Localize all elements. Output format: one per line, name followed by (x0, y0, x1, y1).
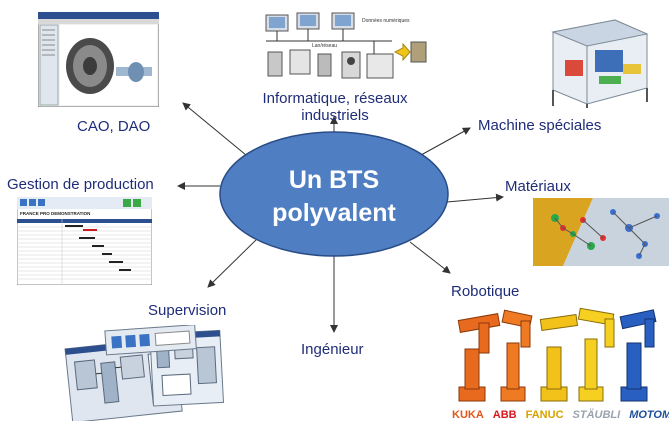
supervision-screens-icon (64, 325, 225, 421)
logo-fanuc: FANUC (525, 409, 564, 421)
arrow-robotique (409, 241, 451, 274)
node-machine-label: Machine spéciales (478, 117, 602, 134)
center-line2: polyvalent (272, 199, 396, 227)
gantt-title: FRANCE PRO DEMONSTRATION (20, 211, 90, 216)
arrow-materiaux (446, 193, 504, 203)
network-lan-label: Lan/réseau (312, 43, 337, 49)
logo-kuka: KUKA (452, 409, 484, 421)
gantt-table-icon: FRANCE PRO DEMONSTRATION (17, 197, 152, 285)
robot-logos: KUKA ABB FANUC STÄUBLI MOTOMAN (452, 409, 669, 421)
network-diagram-icon: Lan/réseau Données numériques (262, 12, 428, 86)
logo-stäubli: STÄUBLI (572, 409, 621, 421)
cad-screenshot-icon (38, 12, 159, 107)
node-gestion-label: Gestion de production (7, 176, 154, 193)
center-line1: Un BTS (289, 166, 379, 194)
logo-motoman: MOTOMAN (629, 409, 669, 421)
special-machine-icon (551, 19, 649, 108)
node-info-line2: industriels (301, 107, 369, 124)
node-materiaux-label: Matériaux (505, 178, 571, 195)
node-supervision-label: Supervision (148, 302, 227, 319)
arrow-cao (182, 102, 253, 161)
node-ingenieur-label: Ingénieur (301, 341, 364, 358)
molecular-structure-icon (533, 198, 669, 266)
node-robotique-label: Robotique (451, 283, 520, 300)
node-info-line1: Informatique, réseaux (262, 90, 408, 107)
node-info-label: Informatique, réseaux industriels (257, 90, 413, 124)
network-io-label: Données numériques (362, 18, 410, 24)
arrow-supervision (207, 239, 257, 288)
center-ellipse (219, 131, 449, 257)
logo-abb: ABB (492, 409, 517, 421)
industrial-robots-icon (457, 307, 657, 402)
node-cao-label: CAO, DAO (77, 118, 151, 135)
